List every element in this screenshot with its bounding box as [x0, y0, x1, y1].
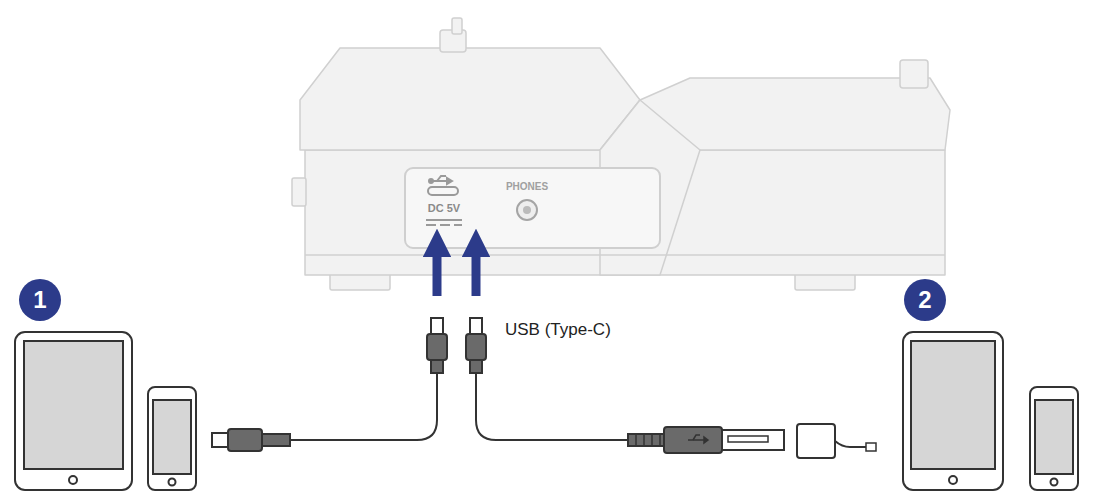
phones-jack	[517, 200, 537, 220]
cable	[476, 372, 628, 440]
phone	[1030, 387, 1078, 490]
usb-icon	[426, 176, 462, 225]
insert-arrow	[433, 243, 442, 296]
tablet	[15, 332, 132, 490]
cable-label: USB (Type-C)	[505, 320, 611, 340]
callout-number: 1	[33, 288, 46, 312]
usb-c-plug	[466, 318, 486, 373]
usb-c-plug	[212, 429, 290, 451]
cable	[290, 372, 437, 440]
phone	[148, 387, 196, 490]
callout-number: 2	[918, 288, 931, 312]
lightning-adapter	[797, 424, 876, 458]
port-label: PHONES	[506, 181, 548, 192]
phones-jack-hole	[523, 206, 531, 214]
callout-circle: 2	[904, 279, 946, 321]
port-label: DC 5V	[428, 202, 460, 214]
tablet	[903, 332, 1003, 490]
insert-arrow	[472, 243, 481, 296]
callout-circle: 1	[19, 279, 61, 321]
usb-a-plug	[628, 427, 784, 453]
usb-c-plug	[427, 318, 447, 373]
pedal-body	[292, 18, 950, 290]
port-panel	[405, 168, 660, 248]
